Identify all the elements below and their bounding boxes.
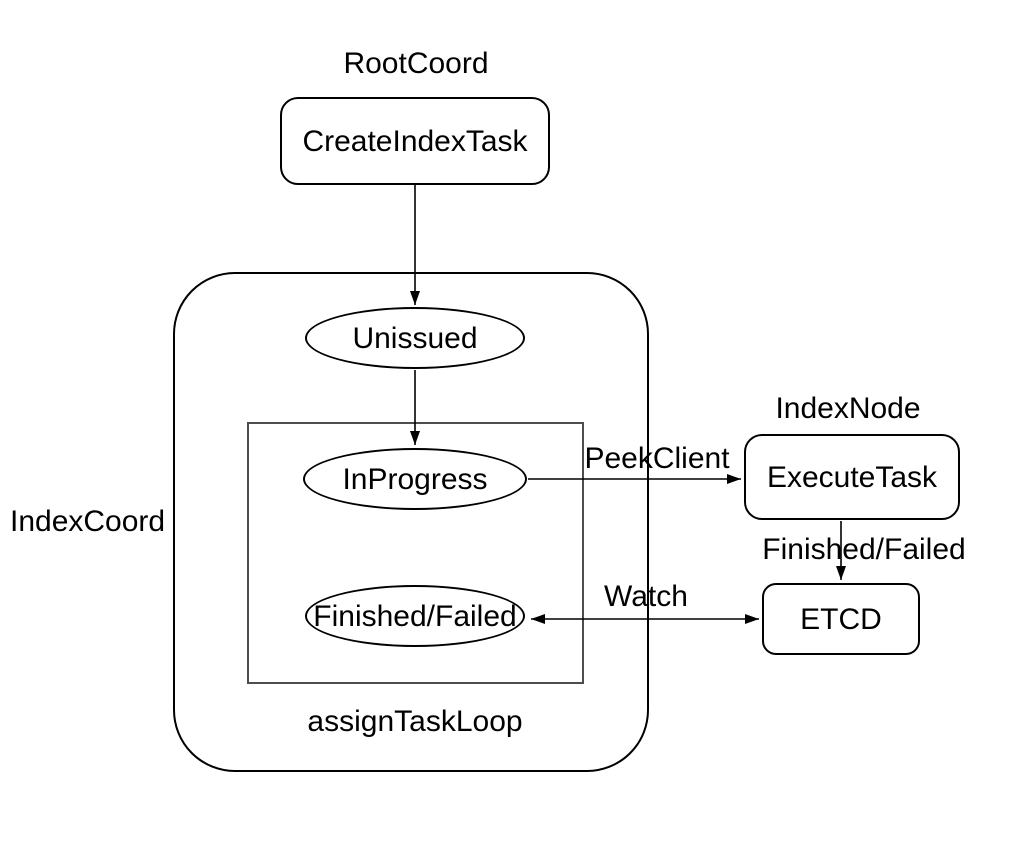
assign-task-loop-label: assignTaskLoop	[307, 705, 523, 738]
index-coord-label: IndexCoord	[10, 505, 166, 538]
finished-failed-edge-label: Finished/Failed	[762, 533, 966, 566]
node-finished-failed-label: Finished/Failed	[313, 599, 517, 633]
node-in-progress-label: InProgress	[342, 462, 488, 496]
node-execute-task: ExecuteTask	[744, 434, 960, 520]
node-in-progress: InProgress	[303, 448, 527, 510]
peek-client-edge-label: PeekClient	[584, 442, 730, 475]
index-coord-group-box	[173, 272, 649, 772]
node-finished-failed: Finished/Failed	[305, 585, 525, 647]
index-node-label: IndexNode	[775, 392, 921, 425]
root-coord-label: RootCoord	[343, 47, 489, 80]
node-create-index-task-label: CreateIndexTask	[302, 124, 528, 158]
node-unissued: Unissued	[305, 307, 525, 369]
watch-edge-label: Watch	[604, 580, 688, 613]
node-execute-task-label: ExecuteTask	[766, 460, 938, 494]
node-create-index-task: CreateIndexTask	[280, 97, 550, 185]
node-unissued-label: Unissued	[352, 321, 478, 355]
node-etcd: ETCD	[762, 583, 920, 655]
node-etcd-label: ETCD	[800, 602, 882, 636]
